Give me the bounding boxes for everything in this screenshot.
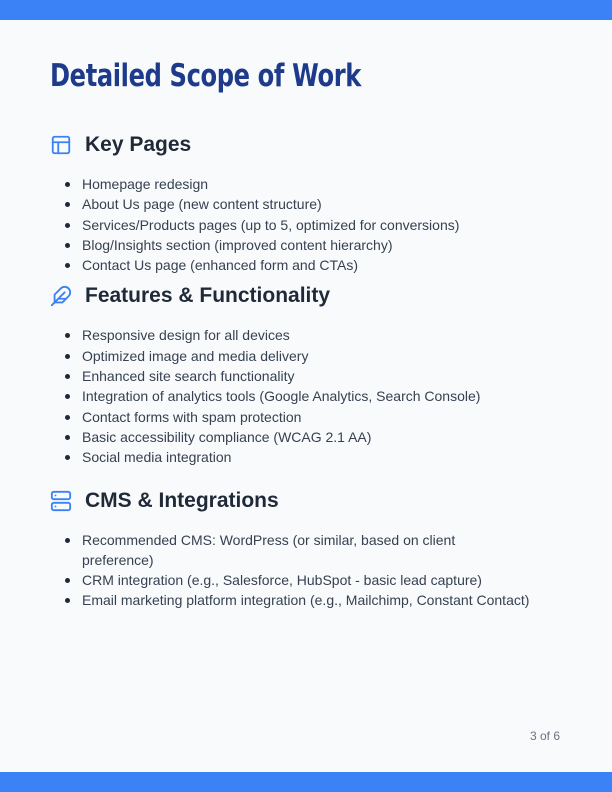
list-item: Email marketing platform integration (e.…	[65, 590, 530, 610]
server-icon	[50, 490, 72, 512]
bottom-accent-bar	[0, 772, 612, 792]
features-list: Responsive design for all devices Optimi…	[50, 325, 530, 467]
section-title: Features & Functionality	[85, 284, 331, 308]
list-item: Blog/Insights section (improved content …	[65, 235, 530, 255]
section-key-pages: Key Pages Homepage redesign About Us pag…	[50, 128, 530, 275]
list-item: Social media integration	[65, 447, 530, 467]
list-item: Contact forms with spam protection	[65, 407, 530, 427]
page-title: Detailed Scope of Work	[50, 58, 361, 94]
list-item: About Us page (new content structure)	[65, 194, 530, 214]
top-accent-bar	[0, 0, 612, 20]
section-header: Key Pages	[50, 128, 530, 162]
cms-list: Recommended CMS: WordPress (or similar, …	[50, 530, 530, 611]
feather-icon	[50, 285, 72, 307]
section-title: Key Pages	[85, 133, 192, 156]
list-item: Integration of analytics tools (Google A…	[65, 386, 530, 406]
list-item: Homepage redesign	[65, 174, 530, 194]
list-item: Enhanced site search functionality	[65, 366, 530, 386]
list-item: Basic accessibility compliance (WCAG 2.1…	[65, 427, 530, 447]
list-item: Optimized image and media delivery	[65, 346, 530, 366]
list-item: Services/Products pages (up to 5, optimi…	[65, 215, 530, 235]
list-item: CRM integration (e.g., Salesforce, HubSp…	[65, 570, 530, 590]
section-cms-integrations: CMS & Integrations Recommended CMS: Word…	[50, 484, 530, 611]
list-item: Recommended CMS: WordPress (or similar, …	[65, 530, 530, 571]
content-area: Key Pages Homepage redesign About Us pag…	[50, 128, 530, 640]
section-features: Features & Functionality Responsive desi…	[50, 279, 530, 467]
key-pages-list: Homepage redesign About Us page (new con…	[50, 174, 530, 275]
page-number: 3 of 6	[529, 729, 560, 743]
layout-icon	[50, 134, 72, 156]
section-title: CMS & Integrations	[85, 488, 279, 512]
section-header: Features & Functionality	[50, 279, 530, 313]
list-item: Contact Us page (enhanced form and CTAs)	[65, 255, 530, 275]
section-header: CMS & Integrations	[50, 484, 530, 518]
list-item: Responsive design for all devices	[65, 325, 530, 345]
